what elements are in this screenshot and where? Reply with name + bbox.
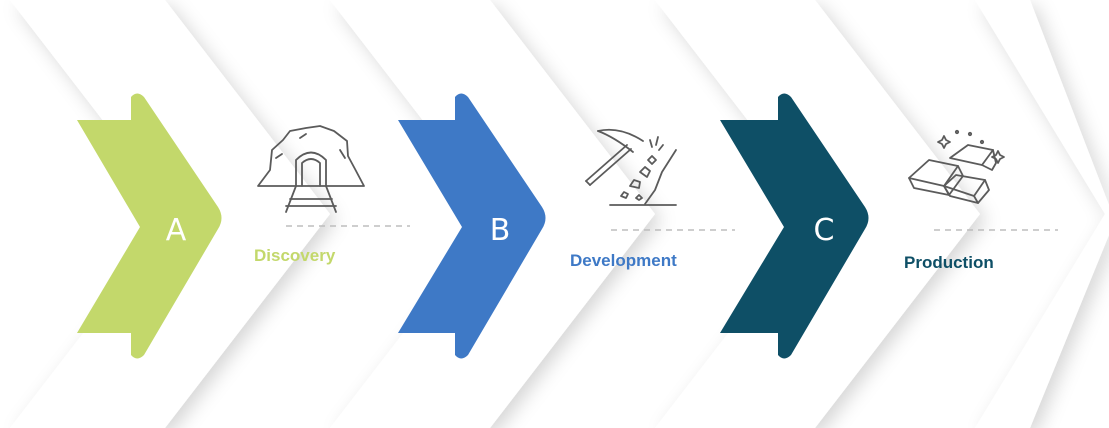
stage-b-letter: B [490,213,511,248]
stage-a-arrow-shape [77,93,222,359]
stage-b-arrow: B [398,93,546,359]
stage-a-label: Discovery [254,246,336,265]
white-chevron-3 [655,0,980,428]
white-chevron-4 [975,0,1109,428]
stage-a-arrow: A [77,93,222,359]
mine-tunnel-icon [257,125,365,213]
background-chevrons [10,0,1109,428]
stage-a-letter: A [166,213,187,248]
pickaxe-rocks-icon [585,128,677,206]
stage-c-label: Production [904,253,994,272]
stage-b-arrow-shape [398,93,546,359]
stage-c-arrow-shape [720,93,869,359]
stage-c-letter: C [814,213,835,248]
white-chevron-2 [330,0,655,428]
stage-c-arrow: C [720,93,869,359]
stage-b-label: Development [570,251,677,270]
white-chevron-1 [10,0,330,428]
gold-bars-icon [908,129,1005,204]
